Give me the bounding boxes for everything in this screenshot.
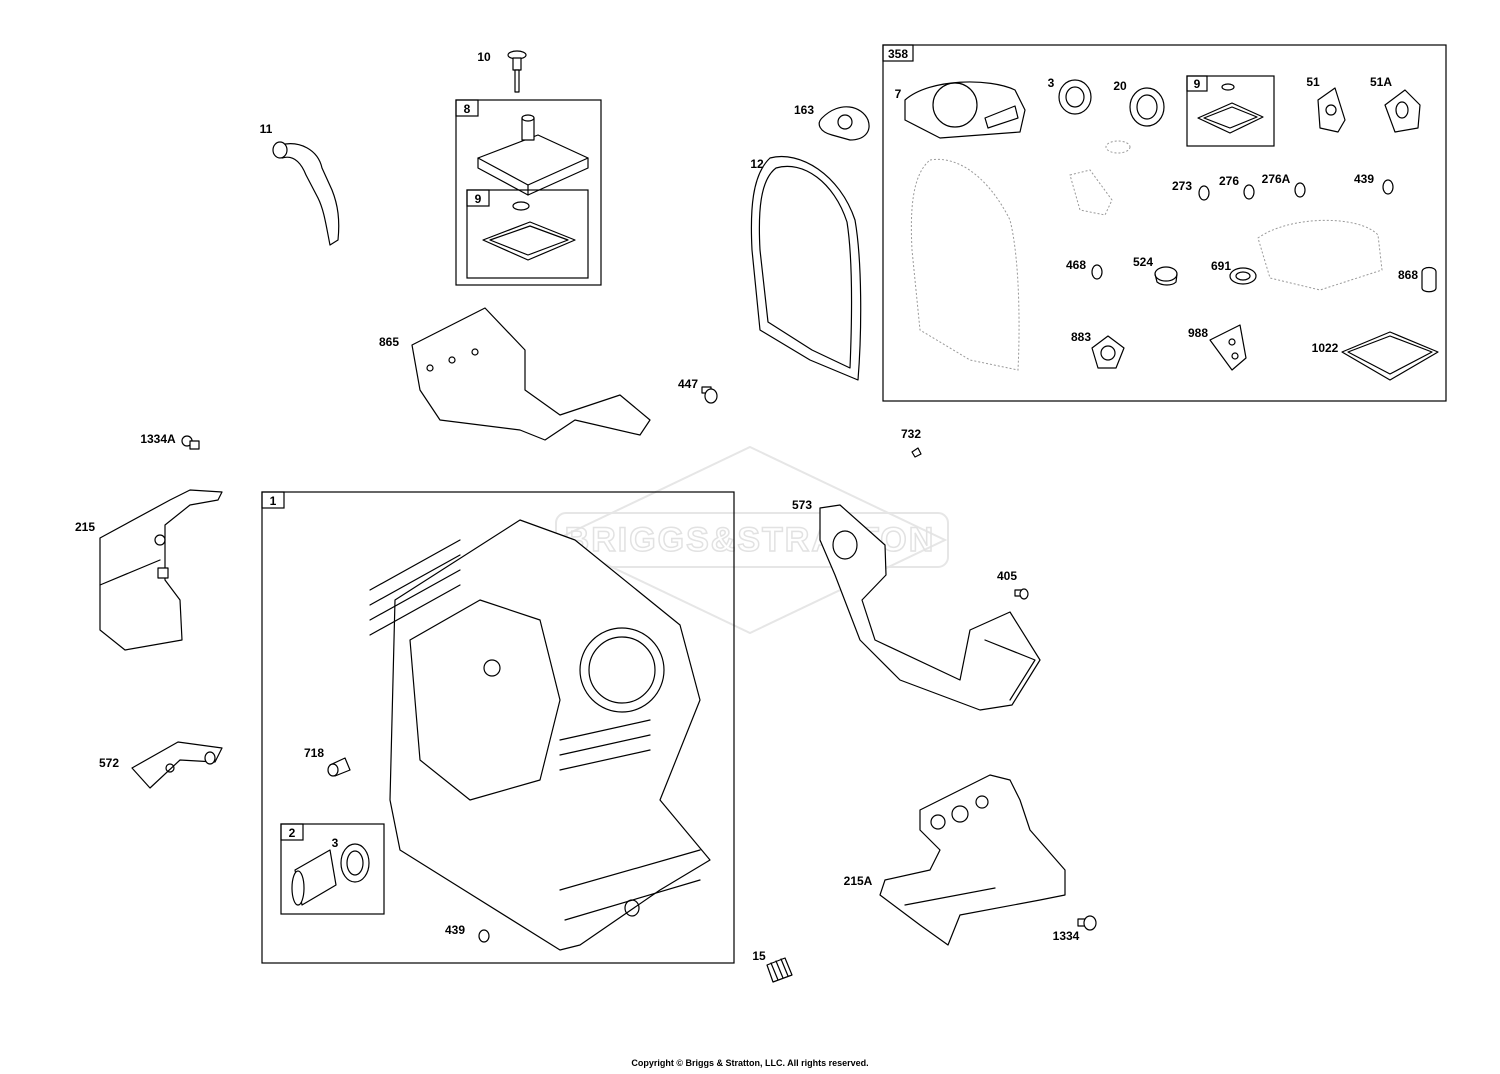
bolt-447-drawing <box>701 386 718 404</box>
callout-276A: 276A <box>1262 172 1291 186</box>
callout-573: 573 <box>792 498 812 512</box>
valve-seal-868-drawing <box>1421 266 1437 293</box>
box-2: 2 <box>280 823 385 915</box>
crankcase-gasket-12-drawing <box>750 156 862 381</box>
box-number: 9 <box>475 192 482 206</box>
callout-439-box1: 439 <box>445 923 465 937</box>
box-8: 8 <box>455 99 602 286</box>
dotted-reference-parts <box>910 140 1383 371</box>
callout-718: 718 <box>304 746 324 760</box>
shroud-215-drawing <box>99 489 223 651</box>
bracket-572-drawing <box>131 741 223 789</box>
head-gasket-7-drawing <box>904 81 1026 139</box>
callout-12: 12 <box>750 157 764 171</box>
callout-11: 11 <box>260 122 273 136</box>
callout-1022: 1022 <box>1312 341 1339 355</box>
callout-7: 7 <box>895 87 902 101</box>
callout-273: 273 <box>1172 179 1192 193</box>
box-number: 358 <box>888 47 908 61</box>
gasket-51A-drawing <box>1384 89 1421 133</box>
callout-3-box2: 3 <box>332 836 339 850</box>
callout-732: 732 <box>901 427 921 441</box>
callout-405: 405 <box>997 569 1017 583</box>
callout-572: 572 <box>99 756 119 770</box>
seal-3-box2-drawing <box>340 843 370 883</box>
box-number: 9 <box>1194 77 1201 91</box>
baffle-573-drawing <box>819 504 1041 711</box>
copyright-notice: Copyright © Briggs & Stratton, LLC. All … <box>631 1058 869 1068</box>
washer-468-drawing <box>1091 264 1103 280</box>
plug-524-drawing <box>1154 266 1178 286</box>
box-number: 8 <box>464 102 471 116</box>
bolt-1334A-drawing <box>181 435 200 450</box>
filter-15-drawing <box>766 957 793 983</box>
callout-988: 988 <box>1188 326 1208 340</box>
seal-691-drawing <box>1229 267 1257 285</box>
callout-524: 524 <box>1133 255 1153 269</box>
bolt-10-drawing <box>507 50 527 93</box>
callout-691: 691 <box>1211 259 1231 273</box>
washer-439-box1-drawing <box>478 929 490 943</box>
callout-20: 20 <box>1113 79 1127 93</box>
washer-439-drawing <box>1382 179 1394 195</box>
clip-732-drawing <box>911 447 922 458</box>
callout-1334: 1334 <box>1053 929 1080 943</box>
screw-405-drawing <box>1014 588 1029 600</box>
box-number: 2 <box>289 826 296 840</box>
callout-51A: 51A <box>1370 75 1392 89</box>
box-358-gasket-set: 358 <box>882 44 1447 402</box>
callout-439-gasket-set: 439 <box>1354 172 1374 186</box>
seal-3-drawing <box>1058 79 1092 115</box>
washer-273-drawing <box>1198 185 1210 201</box>
callout-215: 215 <box>75 520 95 534</box>
gasket-1022-drawing <box>1341 331 1439 381</box>
dowel-718-drawing <box>327 757 351 777</box>
callout-447: 447 <box>678 377 698 391</box>
crankcase-1-drawing <box>369 519 711 951</box>
callout-215A: 215A <box>844 874 873 888</box>
washer-276A-drawing <box>1294 182 1306 198</box>
seal-20-drawing <box>1129 87 1165 127</box>
callout-51: 51 <box>1306 75 1320 89</box>
gasket-51-drawing <box>1317 87 1346 133</box>
breather-tube-11-drawing <box>272 141 340 246</box>
gasket-163-drawing <box>818 106 870 141</box>
callout-868: 868 <box>1398 268 1418 282</box>
valve-cover-8-drawing <box>477 114 589 196</box>
callout-276: 276 <box>1219 174 1239 188</box>
callout-15: 15 <box>752 949 766 963</box>
shield-865-drawing <box>411 307 651 441</box>
shroud-215A-drawing <box>879 774 1066 946</box>
bolt-1334-drawing <box>1077 915 1097 931</box>
box-1: 1 <box>261 491 735 964</box>
gasket-883-drawing <box>1091 335 1125 369</box>
gasket-988-drawing <box>1209 324 1247 371</box>
box-9-gasket-set: 9 <box>1186 75 1275 147</box>
callout-468: 468 <box>1066 258 1086 272</box>
callout-865: 865 <box>379 335 399 349</box>
callout-3-gasket-set: 3 <box>1048 76 1055 90</box>
valve-cover-gasket-9-drawing <box>482 201 576 261</box>
gasket-9-drawing <box>1197 83 1264 134</box>
callout-1334A: 1334A <box>140 432 176 446</box>
callout-10: 10 <box>477 50 491 64</box>
callout-883: 883 <box>1071 330 1091 344</box>
box-number: 1 <box>270 494 277 508</box>
callout-163: 163 <box>794 103 814 117</box>
washer-276-drawing <box>1243 184 1255 200</box>
bearing-2-drawing <box>291 849 337 906</box>
